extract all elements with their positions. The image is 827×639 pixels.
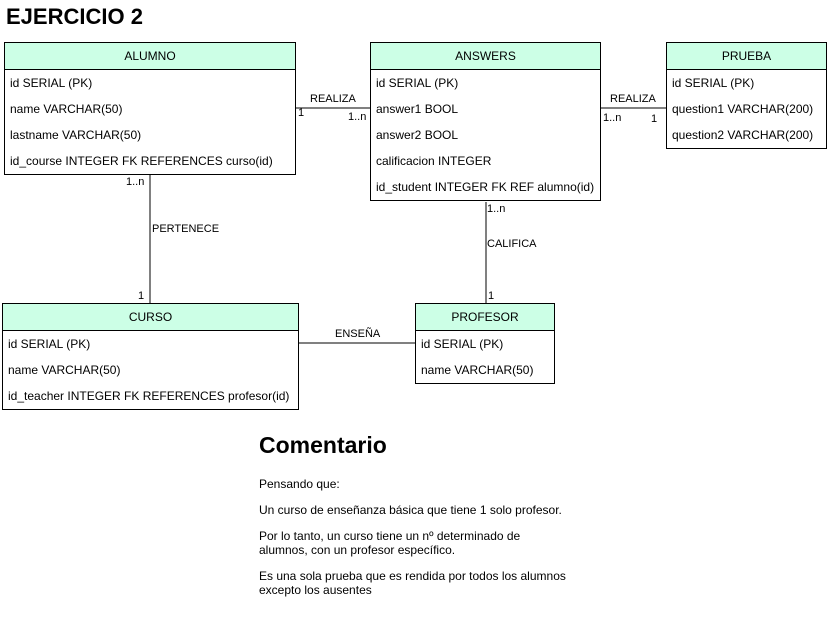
field-row: id SERIAL (PK) — [376, 76, 459, 90]
comment-paragraph: Es una sola prueba que es rendida por to… — [259, 569, 566, 597]
entity-header: PROFESOR — [416, 304, 554, 331]
field-row: id_teacher INTEGER FK REFERENCES profeso… — [8, 389, 290, 403]
entity-header: PRUEBA — [667, 43, 826, 70]
field-row: question2 VARCHAR(200) — [672, 128, 814, 142]
cardinality-label: 1 — [138, 290, 145, 302]
field-row: id_course INTEGER FK REFERENCES curso(id… — [10, 154, 273, 168]
cardinality-label: 1 — [488, 290, 495, 302]
relation-label-realiza-1: REALIZA — [310, 93, 356, 105]
cardinality-label: 1..n — [487, 203, 506, 215]
field-row: lastname VARCHAR(50) — [10, 128, 142, 142]
entity-header: ANSWERS — [371, 43, 600, 70]
entity-header: CURSO — [3, 304, 298, 331]
comment-section: Comentario Pensando que: Un curso de ens… — [259, 432, 589, 609]
entity-alumno[interactable]: ALUMNO id SERIAL (PK) name VARCHAR(50) l… — [4, 42, 296, 175]
relation-label-realiza-2: REALIZA — [610, 93, 656, 105]
field-row: answer1 BOOL — [376, 102, 459, 116]
field-row: id SERIAL (PK) — [672, 76, 755, 90]
field-row: name VARCHAR(50) — [10, 102, 123, 116]
field-row: answer2 BOOL — [376, 128, 459, 142]
comment-paragraph: Por lo tanto, un curso tiene un nº deter… — [259, 529, 521, 557]
page-title: EJERCICIO 2 — [6, 4, 143, 29]
field-row: id SERIAL (PK) — [421, 337, 504, 351]
comment-paragraph: Pensando que: — [259, 477, 340, 491]
relation-label-ensena: ENSEÑA — [335, 328, 381, 340]
field-row: id SERIAL (PK) — [10, 76, 93, 90]
field-row: name VARCHAR(50) — [421, 363, 534, 377]
cardinality-label: 1..n — [126, 176, 145, 188]
entity-header: ALUMNO — [5, 43, 295, 70]
cardinality-label: 1..n — [603, 112, 622, 124]
field-row: calificacion INTEGER — [376, 154, 492, 168]
field-row: id_student INTEGER FK REF alumno(id) — [376, 180, 595, 194]
entity-prueba[interactable]: PRUEBA id SERIAL (PK) question1 VARCHAR(… — [666, 42, 827, 149]
comment-heading: Comentario — [259, 432, 387, 458]
cardinality-label: 1 — [298, 107, 305, 119]
field-row: id SERIAL (PK) — [8, 337, 91, 351]
relation-label-califica: CALIFICA — [487, 238, 537, 250]
cardinality-label: 1..n — [348, 111, 367, 123]
comment-paragraph: Un curso de enseñanza básica que tiene 1… — [259, 503, 562, 517]
cardinality-label: 1 — [651, 113, 658, 125]
field-row: question1 VARCHAR(200) — [672, 102, 814, 116]
entity-profesor[interactable]: PROFESOR id SERIAL (PK) name VARCHAR(50) — [415, 303, 555, 384]
field-row: name VARCHAR(50) — [8, 363, 121, 377]
relation-label-pertenece: PERTENECE — [152, 223, 220, 235]
entity-curso[interactable]: CURSO id SERIAL (PK) name VARCHAR(50) id… — [2, 303, 299, 410]
entity-answers[interactable]: ANSWERS id SERIAL (PK) answer1 BOOL answ… — [370, 42, 601, 201]
